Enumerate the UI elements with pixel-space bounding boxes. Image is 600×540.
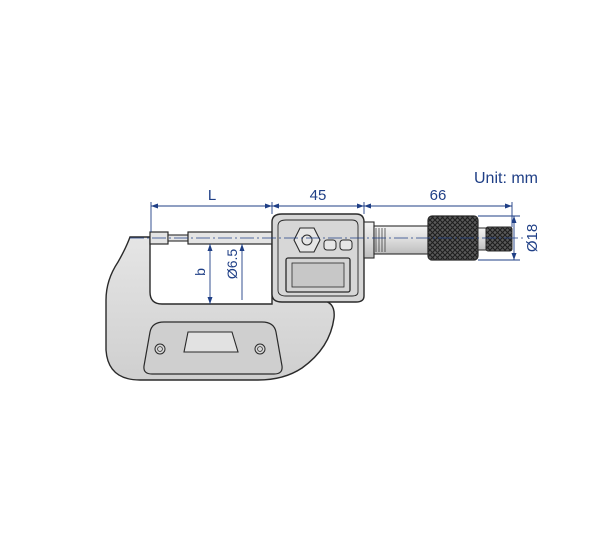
label-d6-5: Ø6.5 [224,249,240,280]
sleeve [363,221,375,259]
label-66: 66 [430,187,447,204]
label-45: 45 [310,187,327,204]
dimension-45 [272,202,365,214]
unit-label: Unit: mm [474,170,538,187]
dimension-L [150,202,273,232]
button-2 [339,239,353,251]
dimension-b [207,244,213,304]
grip-screw-right [254,343,266,355]
button-1 [323,239,337,251]
dimension-d18 [478,215,520,261]
sleeve-barrel [373,225,429,255]
dimension-d6-5 [239,244,245,300]
sleeve-graduations [375,228,386,252]
label-b: b [192,268,208,276]
grip-screw-left [154,343,166,355]
label-L: L [208,187,216,204]
grip-window [183,331,239,353]
ratchet-neck [477,227,487,251]
ratchet-knurl [485,226,513,252]
label-d18: Ø18 [524,224,541,252]
